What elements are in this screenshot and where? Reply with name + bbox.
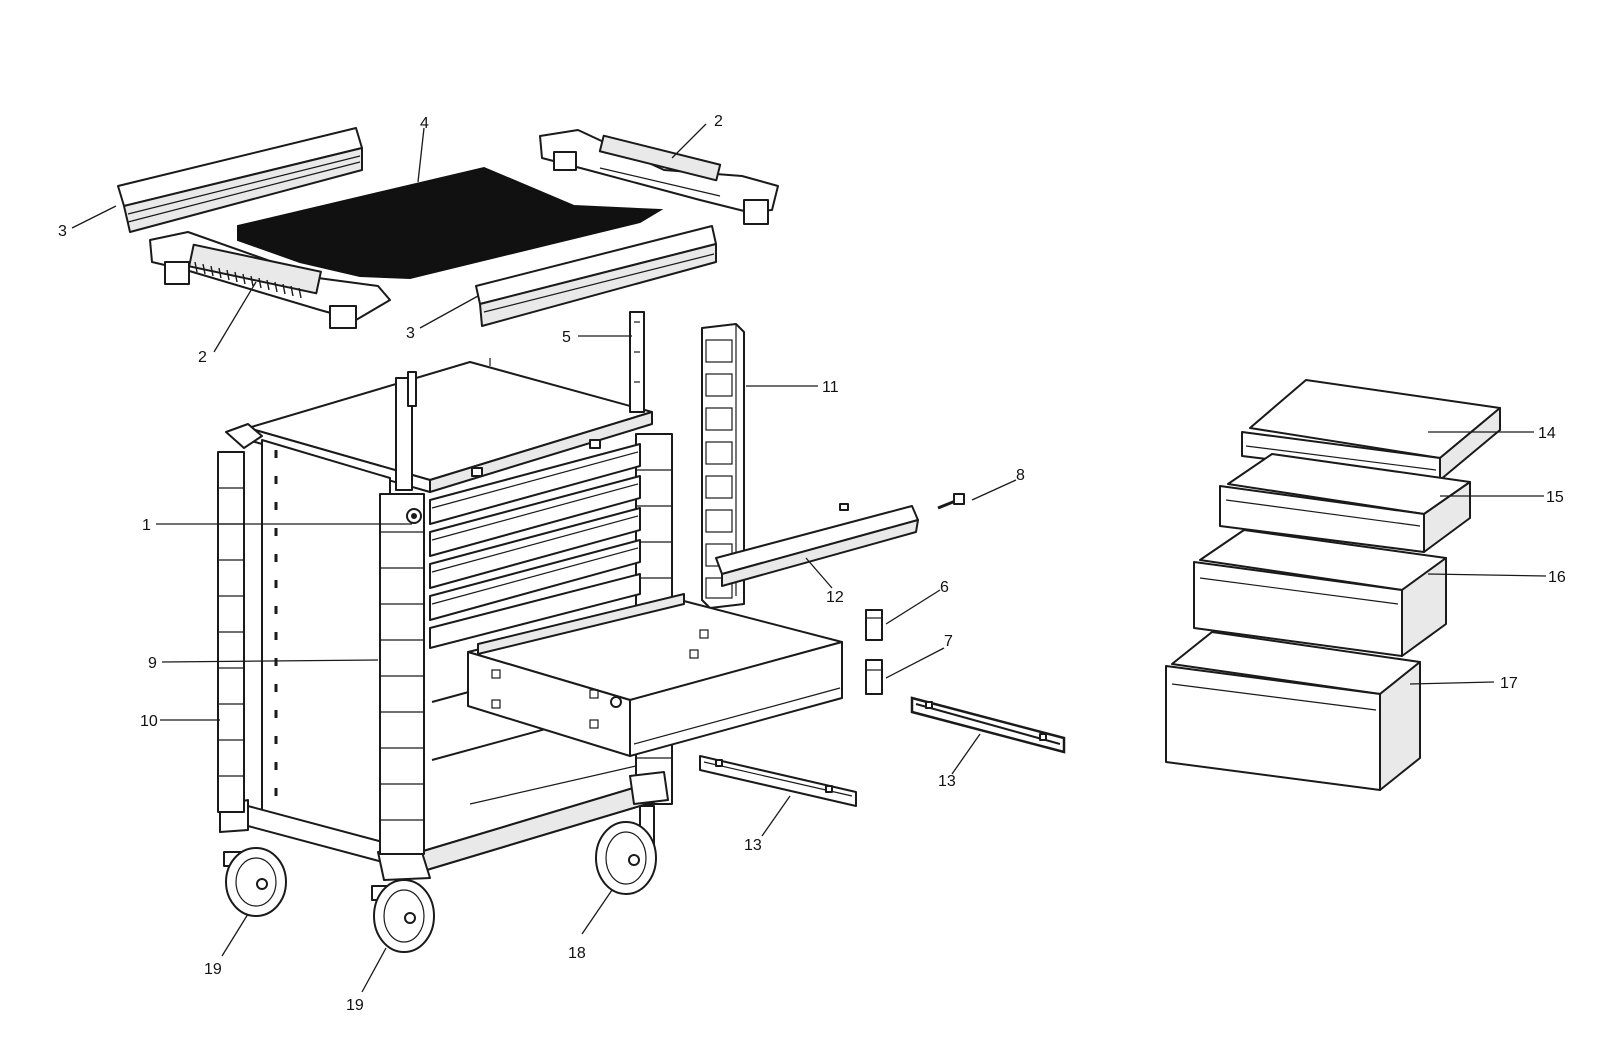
callout-5: 5 bbox=[562, 329, 571, 346]
wheel-rear-left bbox=[223, 847, 287, 917]
side-bumper bbox=[217, 423, 263, 813]
drawer-15 bbox=[1219, 453, 1471, 553]
clip-part-6 bbox=[865, 609, 883, 641]
callout-11: 11 bbox=[822, 379, 839, 396]
cart-body bbox=[219, 358, 673, 881]
callout-2-rear-handle: 2 bbox=[714, 113, 723, 130]
wheel-front-left bbox=[371, 879, 435, 953]
top-mat bbox=[237, 166, 664, 280]
leader-lines bbox=[71, 123, 1547, 993]
callout-10: 10 bbox=[140, 713, 158, 730]
top-rail-front bbox=[475, 225, 717, 327]
callout-4: 4 bbox=[420, 115, 429, 132]
handle-rear bbox=[539, 129, 779, 225]
callout-16: 16 bbox=[1548, 569, 1566, 586]
handle-front bbox=[149, 231, 391, 329]
screw-part bbox=[937, 493, 965, 510]
drawer-16 bbox=[1193, 529, 1447, 657]
callout-9: 9 bbox=[148, 655, 157, 672]
slide-rail-left bbox=[699, 755, 857, 807]
callout-2-front-handle: 2 bbox=[198, 349, 207, 366]
slide-rail-right bbox=[910, 696, 1066, 754]
callout-12: 12 bbox=[826, 589, 844, 606]
callout-13-left-rail: 13 bbox=[744, 837, 762, 854]
callout-13-right-rail: 13 bbox=[938, 773, 956, 790]
vertical-bracket bbox=[629, 311, 645, 413]
callout-labels: 1 2 2 3 3 4 5 6 7 8 9 10 11 12 13 13 14 … bbox=[58, 113, 1566, 1014]
wheel-rear-right bbox=[595, 805, 657, 895]
drawer-17 bbox=[1165, 631, 1421, 791]
runner-column bbox=[701, 323, 745, 609]
callout-7: 7 bbox=[944, 633, 953, 650]
drawer-14 bbox=[1241, 379, 1501, 481]
callout-18: 18 bbox=[568, 945, 586, 962]
callout-14: 14 bbox=[1538, 425, 1556, 442]
callout-15: 15 bbox=[1546, 489, 1564, 506]
callout-3-rear-rail: 3 bbox=[58, 223, 67, 240]
callout-19-front: 19 bbox=[346, 997, 364, 1014]
callout-8: 8 bbox=[1016, 467, 1025, 484]
top-rail-rear bbox=[117, 127, 363, 233]
horizontal-bar bbox=[715, 503, 919, 587]
callout-3-front-rail: 3 bbox=[406, 325, 415, 342]
clip-part-7 bbox=[865, 659, 883, 695]
callout-17: 17 bbox=[1500, 675, 1518, 692]
open-drawer bbox=[467, 593, 843, 757]
callout-6: 6 bbox=[940, 579, 949, 596]
callout-19-rear: 19 bbox=[204, 961, 222, 978]
callout-1: 1 bbox=[142, 517, 151, 534]
